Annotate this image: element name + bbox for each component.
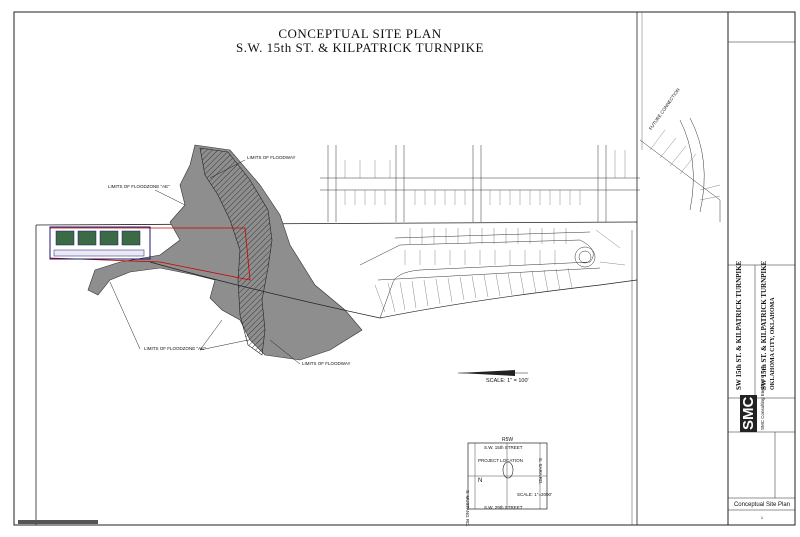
north-arrow-icon — [458, 370, 528, 376]
floodzone-area — [87, 144, 363, 361]
label-floodzone-bottom: LIMITS OF FLOODZONE "AE" — [144, 346, 206, 351]
title-block-project-line3: OKLAHOMA CITY, OKLAHOMA — [770, 297, 776, 390]
location-map-top-street: S.W. 15th STREET — [484, 445, 523, 450]
title-block-border — [727, 11, 796, 526]
location-map-scale: SCALE: 1"=2000' — [517, 492, 552, 497]
location-map-left-road: S. MUSTANG RD. — [465, 490, 470, 527]
label-floodzone-top: LIMITS OF FLOODZONE "AE" — [108, 184, 170, 189]
leader-lines — [109, 159, 301, 365]
location-map-bottom-street: S.W. 29th STREET — [484, 505, 523, 510]
label-floodway-top: LIMITS OF FLOODWAY — [247, 155, 296, 160]
location-map-top-label: R5W — [502, 437, 514, 443]
north-street-grid — [320, 117, 721, 222]
firm-name: SMC Consulting Engineers, P.C. — [760, 365, 765, 430]
property-line — [49, 227, 251, 281]
scale-label: SCALE: 1" = 100' — [486, 378, 529, 384]
location-map — [467, 442, 548, 510]
title-block-project-line1: SW 15th ST. & KILPATRICK TURNPIKE — [735, 260, 743, 390]
floodway-area — [199, 147, 273, 356]
location-map-right-road: S. SARA RD. — [538, 458, 543, 485]
sheet-number: 1 — [760, 515, 764, 520]
location-map-north: N — [478, 478, 483, 484]
location-map-project: PROJECT LOCATION — [478, 458, 523, 463]
north-lot-lines — [344, 129, 721, 205]
label-floodway-bottom: LIMITS OF FLOODWAY — [302, 361, 351, 366]
parking-blocks — [53, 230, 145, 257]
title-block-grid — [728, 41, 795, 511]
firm-logo: SMC — [740, 394, 757, 432]
drawing-title-line2: S.W. 15th ST. & KILPATRICK TURNPIKE — [236, 40, 484, 55]
south-subdivision — [359, 231, 601, 319]
footer-note — [18, 520, 98, 524]
north-boundary-line — [35, 221, 638, 226]
south-lot-lines — [374, 228, 626, 313]
commercial-site-outline — [49, 226, 151, 260]
sheet-name: Conceptual Site Plan — [733, 502, 791, 508]
drawing-title-line1: CONCEPTUAL SITE PLAN — [278, 26, 442, 41]
